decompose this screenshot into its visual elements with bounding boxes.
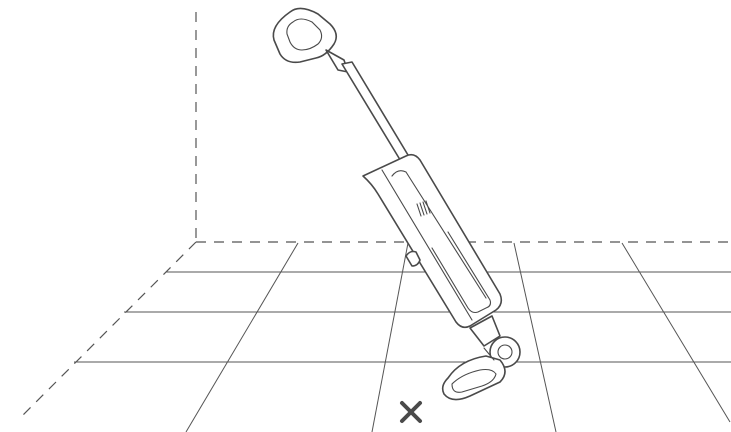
- body-panel-line: [381, 169, 473, 321]
- vent-icon: [416, 200, 431, 217]
- swivel-joint-inner: [497, 344, 513, 360]
- vacuum-pole: [341, 61, 412, 164]
- room-corner: [17, 12, 731, 421]
- vacuum-cleaner: [272, 7, 521, 401]
- floor-line-v3: [513, 242, 557, 432]
- tank-window: [431, 231, 492, 314]
- vacuum-handle: [272, 7, 338, 64]
- body-front-panel: [391, 170, 487, 299]
- floor-grid: [74, 242, 731, 432]
- vacuum-body: [362, 153, 503, 329]
- side-wall-floor-edge: [17, 241, 197, 421]
- floor-head-brush: [451, 368, 497, 393]
- handle-grip-inner: [286, 18, 323, 51]
- head-connector: [483, 347, 495, 361]
- side-clip: [405, 250, 421, 267]
- floor-line-v4: [621, 242, 731, 423]
- floor-line-v2: [371, 242, 409, 432]
- floor-line-v1: [185, 242, 299, 432]
- incorrect-cross-icon: [400, 401, 422, 423]
- vacuum-lower-neck: [469, 315, 501, 347]
- vacuum-floor-head: [441, 355, 506, 401]
